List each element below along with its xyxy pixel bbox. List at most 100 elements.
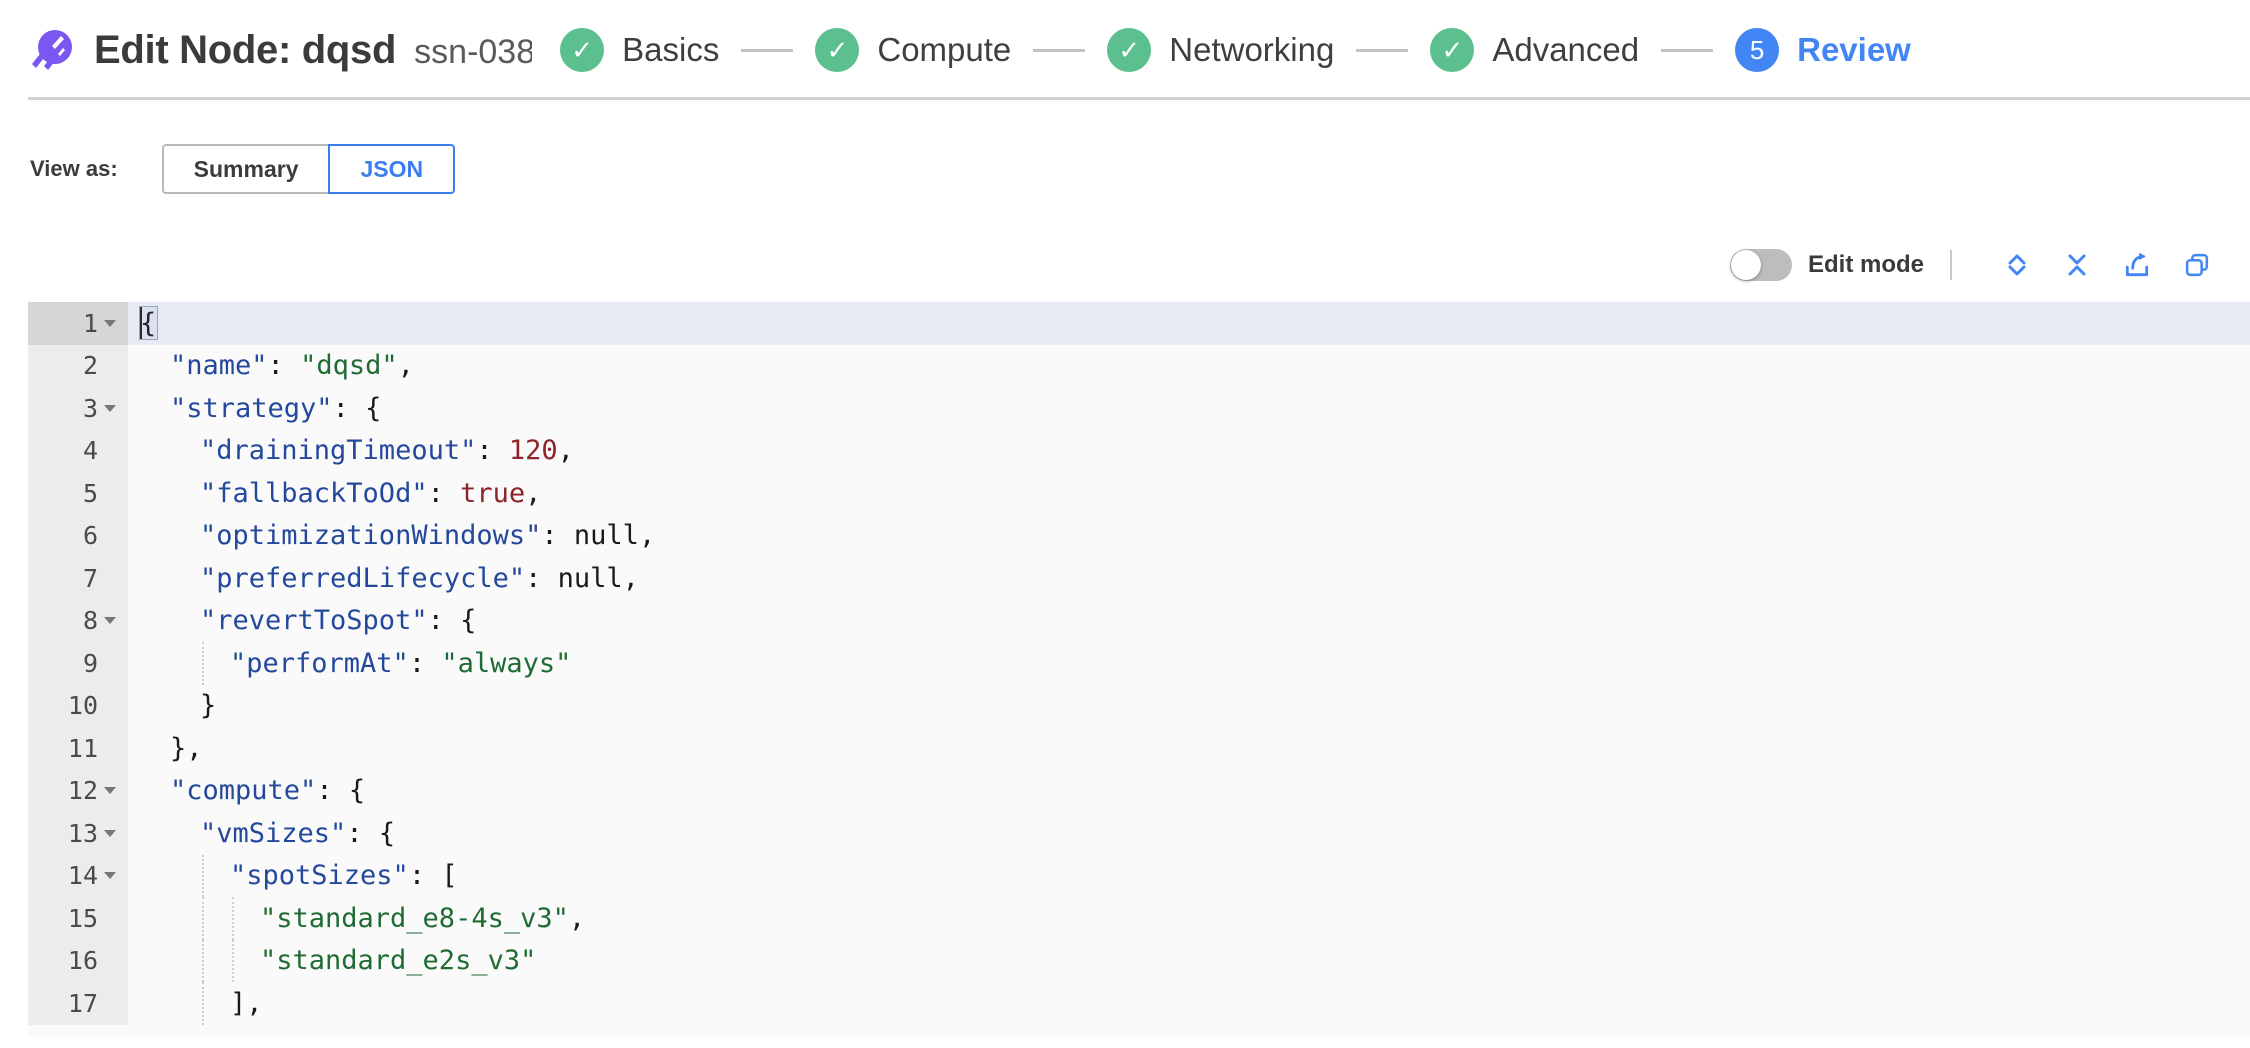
line-number: 9: [82, 648, 98, 678]
code-line[interactable]: 11},: [28, 727, 2250, 770]
json-code-editor[interactable]: 1{2"name": "dqsd",3"strategy": {4"draini…: [28, 302, 2250, 1037]
indent-guide: [232, 939, 234, 982]
code-text[interactable]: "drainingTimeout": 120,: [128, 430, 2250, 473]
fold-toggle-icon[interactable]: [100, 404, 120, 412]
edit-mode-label: Edit mode: [1807, 251, 1924, 278]
code-line[interactable]: 14"spotSizes": [: [28, 854, 2250, 897]
view-as-json-button[interactable]: JSON: [328, 144, 456, 194]
code-line[interactable]: 16 "standard_e2s_v3": [28, 939, 2250, 982]
code-text[interactable]: "standard_e2s_v3": [128, 939, 2250, 982]
line-number: 5: [82, 478, 98, 508]
code-tokens: "vmSizes": {: [200, 817, 396, 849]
code-tokens: "fallbackToOd": true,: [200, 477, 542, 509]
line-number: 8: [82, 606, 98, 636]
line-number: 2: [82, 351, 98, 381]
code-tokens: },: [170, 732, 203, 764]
line-number: 6: [82, 521, 98, 551]
line-number: 3: [82, 393, 98, 423]
node-id-subtitle: ssn-038: [414, 32, 533, 71]
page-header: Edit Node: dqsd ssn-038 ✓ Basics ✓ Compu…: [0, 0, 2250, 100]
code-line[interactable]: 6 "optimizationWindows": null,: [28, 514, 2250, 558]
fold-toggle-icon[interactable]: [100, 872, 120, 880]
step-connector: [1661, 48, 1714, 52]
code-text[interactable]: }: [128, 685, 2250, 728]
code-line[interactable]: 9 "performAt": "always": [28, 642, 2250, 685]
step-review-label: Review: [1797, 31, 1911, 68]
code-tokens: "revertToSpot": {: [200, 605, 477, 637]
code-text[interactable]: "compute": {: [128, 770, 2250, 813]
line-number-gutter: 17: [28, 982, 128, 1025]
edit-mode-toggle[interactable]: [1729, 249, 1792, 281]
code-text[interactable]: "preferredLifecycle": null,: [128, 557, 2250, 600]
line-number-gutter: 7: [28, 557, 128, 600]
line-number: 16: [67, 946, 98, 976]
toolbar-divider: [1950, 250, 1952, 280]
code-text[interactable]: "strategy": {: [128, 387, 2250, 430]
step-review[interactable]: 5 Review: [1735, 28, 1911, 72]
line-number-gutter: 12: [28, 769, 128, 812]
code-tokens: "drainingTimeout": 120,: [200, 435, 574, 467]
expand-all-icon[interactable]: [1996, 244, 2038, 286]
indent-guide: [202, 854, 204, 897]
step-compute[interactable]: ✓ Compute: [815, 28, 1011, 72]
step-networking-label: Networking: [1169, 31, 1335, 68]
code-line[interactable]: 13 "vmSizes": {: [28, 812, 2250, 855]
code-line[interactable]: 12 "compute": {: [28, 769, 2250, 813]
code-text[interactable]: "optimizationWindows": null,: [128, 515, 2250, 558]
line-number: 15: [67, 903, 98, 933]
code-text[interactable]: "revertToSpot": {: [128, 600, 2250, 643]
line-number: 12: [67, 776, 98, 806]
step-basics-check-icon: ✓: [571, 35, 594, 65]
line-number-gutter: 10: [28, 684, 128, 727]
code-tokens: "compute": {: [170, 775, 366, 807]
code-line[interactable]: 17],: [28, 982, 2250, 1025]
fold-toggle-icon[interactable]: [100, 829, 120, 837]
code-text[interactable]: "standard_e8-4s_v3",: [128, 897, 2250, 940]
code-text[interactable]: ],: [128, 982, 2250, 1025]
code-text[interactable]: "fallbackToOd": true,: [128, 472, 2250, 515]
view-as-segmented-control: Summary JSON: [161, 144, 456, 194]
line-number-gutter: 15: [28, 897, 128, 940]
code-line[interactable]: 15 "standard_e8-4s_v3",: [28, 897, 2250, 940]
step-compute-check-icon: ✓: [826, 35, 849, 65]
title-group: Edit Node: dqsd ssn-038: [94, 28, 532, 73]
code-text[interactable]: {: [128, 302, 2250, 345]
copy-icon[interactable]: [2176, 244, 2218, 286]
code-tokens: }: [200, 690, 217, 722]
code-text[interactable]: "name": "dqsd",: [128, 345, 2250, 388]
line-number-gutter: 4: [28, 429, 128, 472]
step-connector: [1356, 48, 1409, 52]
line-number: 1: [82, 308, 98, 338]
indent-guide: [202, 939, 204, 982]
step-networking[interactable]: ✓ Networking: [1107, 28, 1334, 72]
fold-toggle-icon[interactable]: [100, 617, 120, 625]
indent-guide: [202, 982, 204, 1025]
code-line[interactable]: 1{: [28, 302, 2250, 345]
code-line[interactable]: 7"preferredLifecycle": null,: [28, 557, 2250, 600]
code-line[interactable]: 8 "revertToSpot": {: [28, 599, 2250, 643]
code-line[interactable]: 5 "fallbackToOd": true,: [28, 472, 2250, 515]
step-advanced[interactable]: ✓ Advanced: [1430, 28, 1639, 72]
code-tokens: "optimizationWindows": null,: [200, 520, 656, 552]
code-text[interactable]: "performAt": "always": [128, 642, 2250, 685]
code-tokens: {: [140, 307, 157, 339]
code-line[interactable]: 4 "drainingTimeout": 120,: [28, 429, 2250, 473]
line-number-gutter: 5: [28, 472, 128, 515]
spot-logo-icon: [28, 28, 74, 74]
fold-toggle-icon[interactable]: [100, 319, 120, 327]
code-tokens: "strategy": {: [170, 392, 382, 424]
code-line[interactable]: 10}: [28, 684, 2250, 728]
code-text[interactable]: },: [128, 727, 2250, 770]
view-as-row: View as: Summary JSON: [0, 144, 2250, 194]
code-text[interactable]: "vmSizes": {: [128, 812, 2250, 855]
collapse-all-icon[interactable]: [2056, 244, 2098, 286]
export-icon[interactable]: [2116, 244, 2158, 286]
code-text[interactable]: "spotSizes": [: [128, 854, 2250, 897]
step-basics-label: Basics: [622, 31, 720, 68]
fold-toggle-icon[interactable]: [100, 787, 120, 795]
view-as-summary-button[interactable]: Summary: [161, 144, 329, 194]
line-number-gutter: 13: [28, 812, 128, 855]
step-basics[interactable]: ✓ Basics: [560, 28, 719, 72]
code-line[interactable]: 3 "strategy": {: [28, 387, 2250, 430]
code-line[interactable]: 2 "name": "dqsd",: [28, 344, 2250, 388]
